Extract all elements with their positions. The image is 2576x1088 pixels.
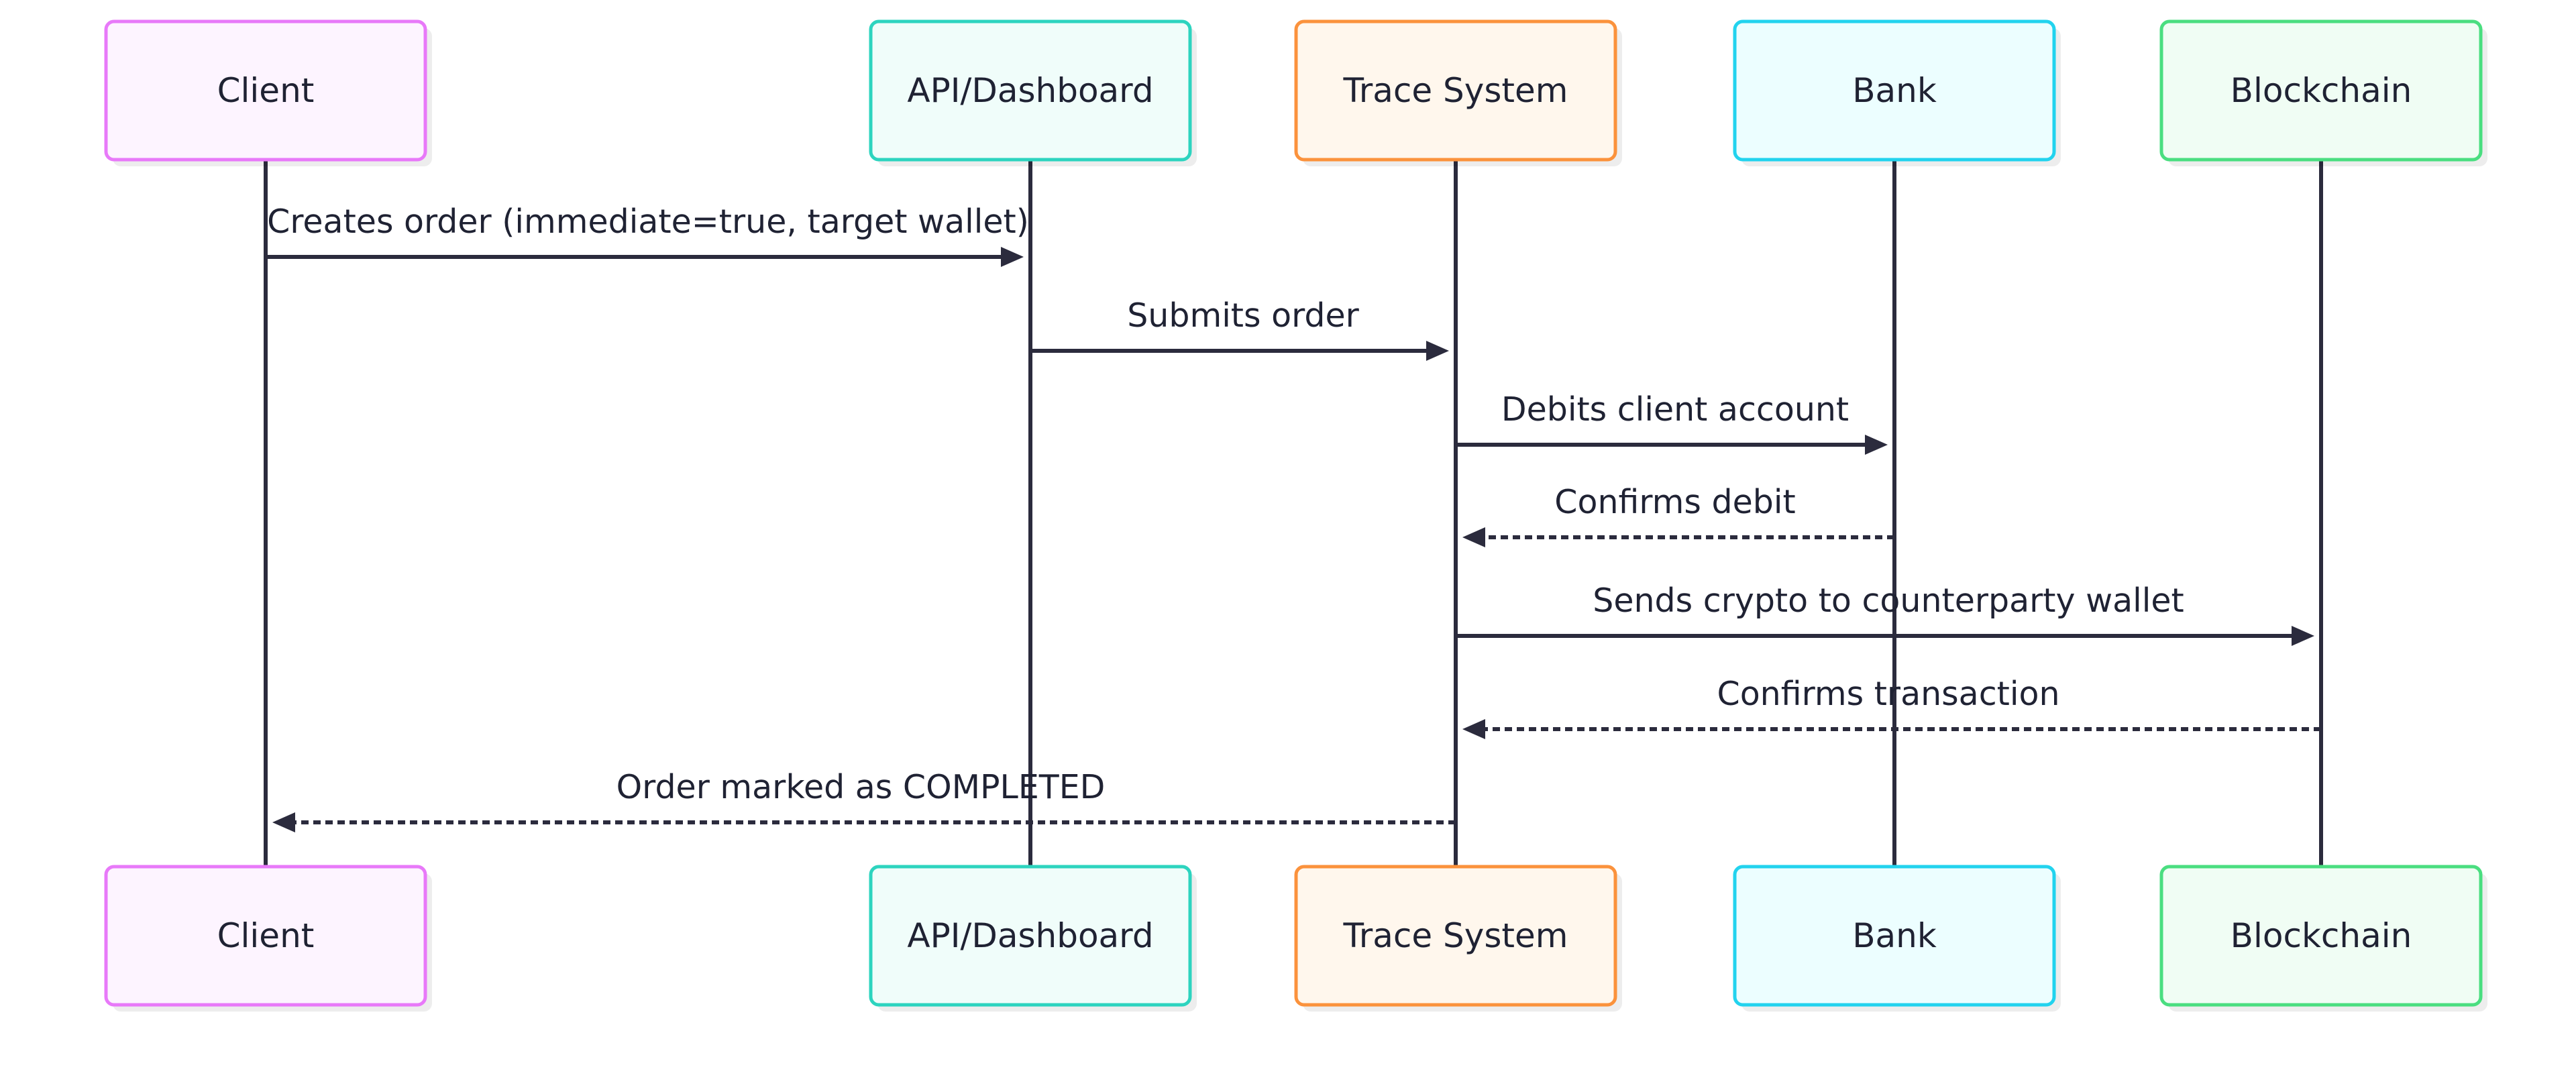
participant-box xyxy=(104,19,427,162)
participant-label: API/Dashboard xyxy=(907,71,1153,110)
participant-box xyxy=(2159,865,2483,1007)
participant-box xyxy=(104,865,427,1007)
message-6: Confirms transaction xyxy=(1462,675,2321,739)
participant-bank-top: Bank xyxy=(1733,19,2061,166)
participant-trace-bottom: Trace System xyxy=(1294,865,1622,1012)
participant-box xyxy=(869,865,1192,1007)
lifelines xyxy=(264,160,2323,867)
participant-client-top: Client xyxy=(104,19,432,166)
participant-box xyxy=(1294,19,1617,162)
participant-api-top: API/Dashboard xyxy=(869,19,1197,166)
participant-label: Bank xyxy=(1852,916,1937,955)
message-label: Confirms transaction xyxy=(1717,675,2059,713)
message-3: Debits client account xyxy=(1456,390,1888,455)
message-label: Confirms debit xyxy=(1554,483,1795,521)
message-7: Order marked as COMPLETED xyxy=(272,768,1456,832)
participant-trace-top: Trace System xyxy=(1294,19,1622,166)
participant-label: Client xyxy=(217,916,315,955)
participant-box xyxy=(2159,19,2483,162)
participant-label: Client xyxy=(217,71,315,110)
participant-box xyxy=(1733,19,2056,162)
participant-box xyxy=(1733,865,2056,1007)
arrow-head xyxy=(1426,341,1449,361)
participant-label: Trace System xyxy=(1343,916,1568,955)
participant-box xyxy=(1294,865,1617,1007)
message-2: Submits order xyxy=(1030,296,1449,361)
arrow-head xyxy=(1462,527,1485,547)
message-label: Sends crypto to counterparty wallet xyxy=(1593,582,2184,620)
participant-box xyxy=(869,19,1192,162)
arrow-head xyxy=(1462,719,1485,739)
arrow-head xyxy=(272,812,295,832)
arrow-head xyxy=(1865,435,1888,455)
message-label: Order marked as COMPLETED xyxy=(616,768,1106,806)
message-5: Sends crypto to counterparty wallet xyxy=(1456,582,2314,646)
participants-bottom: Client API/Dashboard Trace System Bank Block… xyxy=(104,865,2487,1012)
message-1: Creates order (immediate=true, target wa… xyxy=(266,203,1029,267)
participants-top: Client API/Dashboard Trace System Bank Block… xyxy=(104,19,2487,166)
participant-blockchain-top: Blockchain xyxy=(2159,19,2487,166)
message-label: Debits client account xyxy=(1501,390,1849,429)
participant-blockchain-bottom: Blockchain xyxy=(2159,865,2487,1012)
participant-client-bottom: Client xyxy=(104,865,432,1012)
message-label: Creates order (immediate=true, target wa… xyxy=(267,203,1029,241)
arrow-head xyxy=(2292,626,2314,646)
participant-label: Bank xyxy=(1852,71,1937,110)
participant-bank-bottom: Bank xyxy=(1733,865,2061,1012)
message-4: Confirms debit xyxy=(1462,483,1894,547)
arrow-head xyxy=(1001,247,1024,267)
participant-label: API/Dashboard xyxy=(907,916,1153,955)
participant-label: Blockchain xyxy=(2231,916,2412,955)
participant-api-bottom: API/Dashboard xyxy=(869,865,1197,1012)
participant-label: Trace System xyxy=(1343,71,1568,110)
message-label: Submits order xyxy=(1127,296,1359,335)
messages: Creates order (immediate=true, target wa… xyxy=(266,203,2321,832)
participant-label: Blockchain xyxy=(2231,71,2412,110)
